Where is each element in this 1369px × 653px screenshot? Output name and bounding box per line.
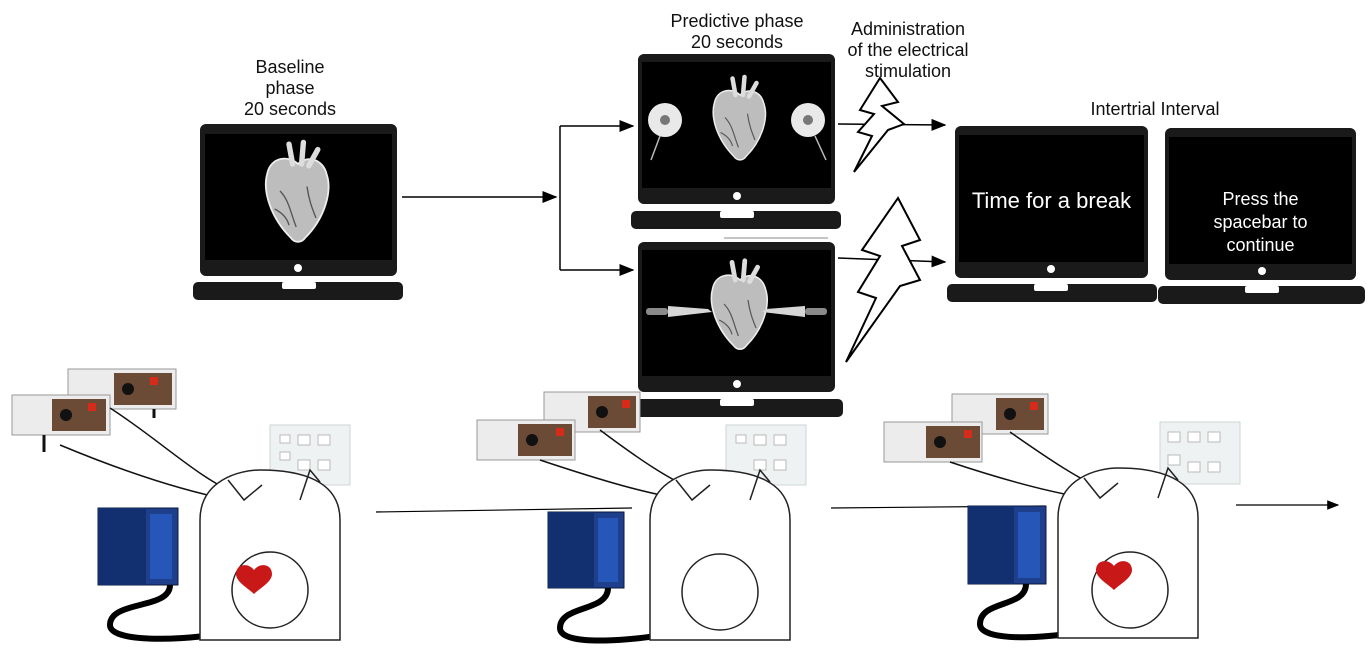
baseline-laptop — [193, 124, 403, 300]
administration-label: Administration of the electrical stimula… — [828, 19, 988, 82]
participant-figure — [199, 468, 341, 641]
participant-figure — [649, 468, 791, 641]
predictive-laptop-threat — [633, 237, 843, 417]
predictive-label-line: 20 seconds — [690, 32, 784, 52]
flower-icon — [791, 103, 827, 161]
stimulator-device — [951, 393, 1049, 435]
ecg-device — [547, 511, 693, 644]
knife-icon — [762, 306, 827, 317]
heart-icon — [1096, 561, 1132, 590]
stimulator-device — [476, 419, 576, 461]
participant-setup — [11, 368, 351, 642]
stimulator-device — [67, 368, 177, 418]
spacebar-message-line: spacebar to — [1213, 212, 1308, 232]
administration-label-line: of the electrical — [847, 40, 969, 60]
break-message: Time for a break — [971, 188, 1132, 213]
predictive-laptop-safe — [631, 54, 841, 229]
spacebar-message: Press the spacebar to continue — [1169, 188, 1352, 257]
stimulator-device — [883, 421, 983, 463]
administration-label-line: Administration — [850, 19, 966, 39]
baseline-label-line: phase — [265, 78, 315, 98]
response-keypad — [725, 424, 807, 486]
intertrial-laptop-spacebar — [1158, 128, 1365, 304]
predictive-label-line: Predictive phase — [670, 11, 804, 31]
ecg-device — [967, 505, 1113, 641]
response-keypad — [1159, 421, 1241, 485]
intertrial-label: Intertrial Interval — [1090, 99, 1220, 119]
participant-setup — [883, 393, 1241, 641]
lightning-bolt-icon — [853, 76, 906, 173]
lightning-bolt-icon — [845, 196, 922, 363]
flower-icon — [648, 103, 682, 161]
spacebar-message-line: continue — [1226, 235, 1295, 255]
response-keypad — [269, 424, 351, 486]
intertrial-laptop-break — [947, 126, 1157, 302]
heart-icon — [236, 565, 272, 594]
spacebar-message-line: Press the — [1222, 189, 1299, 209]
knife-icon — [646, 306, 712, 317]
predictive-label: Predictive phase 20 seconds — [637, 11, 837, 53]
baseline-label: Baseline phase 20 seconds — [215, 57, 365, 120]
baseline-label-line: Baseline — [255, 57, 325, 77]
administration-label-line: stimulation — [864, 61, 952, 81]
stimulator-device — [11, 394, 111, 452]
participant-setup — [476, 391, 807, 644]
baseline-label-line: 20 seconds — [243, 99, 337, 119]
ecg-device — [97, 507, 253, 642]
participant-figure — [1057, 466, 1199, 639]
